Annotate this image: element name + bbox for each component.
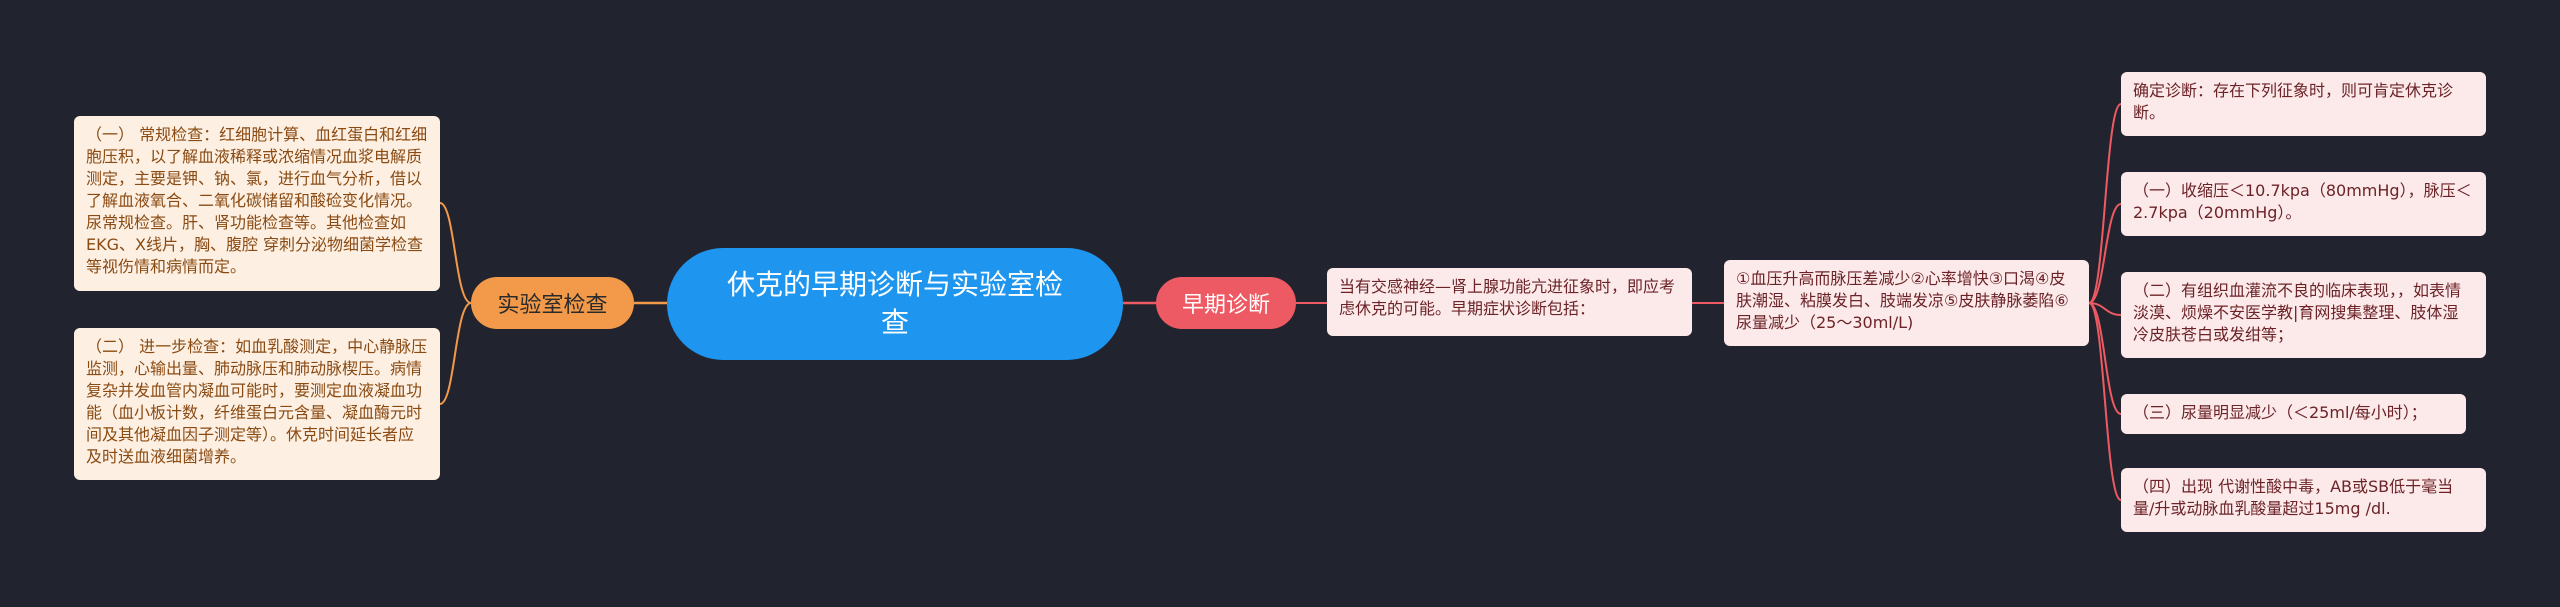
lab-item-routine-text: （一） 常规检查：红细胞计算、血红蛋白和红细胞压积，以了解血液稀释或浓缩情况血浆… — [86, 125, 428, 276]
diagnosis-item-confirm[interactable]: 确定诊断：存在下列征象时，则可肯定休克诊断。 — [2121, 72, 2486, 136]
connector-lab-leaf-1 — [439, 202, 472, 304]
early-symptoms-text: ①血压升高而脉压差减少②心率增快③口渴④皮肤潮湿、粘膜发白、肢端发凉⑤皮肤静脉萎… — [1736, 269, 2069, 332]
lab-item-advanced[interactable]: （二） 进一步检查：如血乳酸测定，中心静脉压监测，心输出量、肺动脉压和肺动脉楔压… — [74, 328, 440, 480]
early-intro-text: 当有交感神经—肾上腺功能亢进征象时，即应考虑休克的可能。早期症状诊断包括： — [1339, 277, 1676, 318]
diagnosis-item-blood-pressure[interactable]: （一）收缩压＜10.7kpa（80mmHg），脉压＜2.7kpa（20mmHg）… — [2121, 172, 2486, 236]
connector-diag-3 — [2088, 302, 2122, 316]
lab-item-advanced-text: （二） 进一步检查：如血乳酸测定，中心静脉压监测，心输出量、肺动脉压和肺动脉楔压… — [86, 337, 428, 466]
diagnosis-item-acidosis[interactable]: （四）出现 代谢性酸中毒，AB或SB低于毫当量/升或动脉血乳酸量超过15mg /… — [2121, 468, 2486, 532]
diagnosis-item-text: （四）出现 代谢性酸中毒，AB或SB低于毫当量/升或动脉血乳酸量超过15mg /… — [2133, 477, 2454, 518]
early-intro[interactable]: 当有交感神经—肾上腺功能亢进征象时，即应考虑休克的可能。早期症状诊断包括： — [1327, 268, 1692, 336]
connector-lab-leaf-2 — [439, 302, 472, 405]
diagnosis-item-urine[interactable]: （三）尿量明显减少（＜25ml/每小时）； — [2121, 394, 2466, 434]
diagnosis-item-text: （一）收缩压＜10.7kpa（80mmHg），脉压＜2.7kpa（20mmHg）… — [2133, 181, 2472, 222]
root-title: 休克的早期诊断与实验室检查 — [726, 268, 1063, 339]
branch-early-diagnosis[interactable]: 早期诊断 — [1156, 277, 1296, 329]
connector-diag-5 — [2088, 302, 2122, 501]
diagnosis-item-text: 确定诊断：存在下列征象时，则可肯定休克诊断。 — [2133, 81, 2454, 122]
connector-diag-4 — [2088, 302, 2122, 415]
branch-early-label: 早期诊断 — [1181, 293, 1270, 318]
diagnosis-item-text: （二）有组织血灌流不良的临床表现，，如表情淡漠、烦燥不安医学教|育网搜集整理、肢… — [2133, 281, 2462, 344]
early-symptoms[interactable]: ①血压升高而脉压差减少②心率增快③口渴④皮肤潮湿、粘膜发白、肢端发凉⑤皮肤静脉萎… — [1724, 260, 2089, 346]
diagnosis-item-text: （三）尿量明显减少（＜25ml/每小时）； — [2133, 403, 2427, 422]
connector-diag-1 — [2088, 103, 2122, 304]
connector-diag-2 — [2088, 203, 2122, 304]
branch-lab-label: 实验室检查 — [497, 293, 608, 318]
branch-lab-tests[interactable]: 实验室检查 — [471, 277, 634, 329]
diagnosis-item-perfusion[interactable]: （二）有组织血灌流不良的临床表现，，如表情淡漠、烦燥不安医学教|育网搜集整理、肢… — [2121, 272, 2486, 358]
lab-item-routine[interactable]: （一） 常规检查：红细胞计算、血红蛋白和红细胞压积，以了解血液稀释或浓缩情况血浆… — [74, 116, 440, 291]
root-topic[interactable]: 休克的早期诊断与实验室检查 — [667, 248, 1123, 360]
